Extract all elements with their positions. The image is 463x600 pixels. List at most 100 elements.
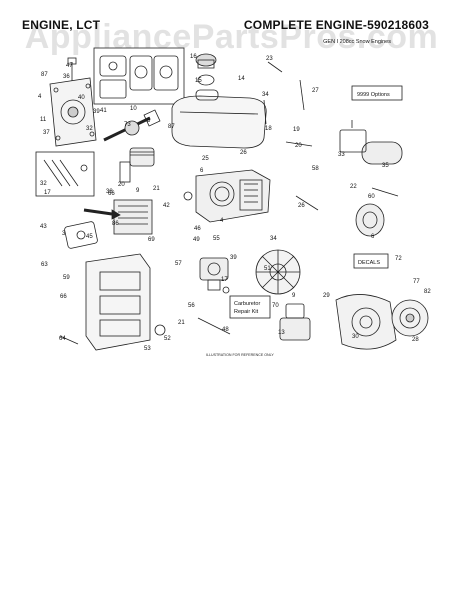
part-label-35: 35 — [382, 163, 389, 169]
part-label-25: 25 — [202, 156, 209, 162]
ignition-coil-part — [279, 303, 311, 341]
flywheel-part — [255, 249, 301, 295]
part-label-73: 73 — [124, 122, 131, 128]
fuel-tank-part — [171, 89, 267, 149]
part-label-11: 11 — [40, 117, 47, 123]
carb-kit-callout-line1: Carburetor — [234, 301, 260, 307]
part-label-4: 4 — [220, 218, 224, 224]
part-label-63: 63 — [41, 262, 48, 268]
part-label-32: 32 — [40, 181, 47, 187]
part-label-28: 28 — [412, 337, 419, 343]
part-label-22: 22 — [350, 184, 357, 190]
part-label-53: 53 — [144, 346, 151, 352]
part-label-40: 40 — [78, 95, 85, 101]
part-label-37: 37 — [43, 130, 50, 136]
part-label-9: 9 — [136, 188, 140, 194]
part-label-87: 87 — [168, 124, 175, 130]
part-label-3: 3 — [62, 231, 66, 237]
valve-cover-part — [64, 221, 98, 249]
part-label-51: 51 — [264, 266, 271, 272]
part-label-64: 64 — [59, 336, 66, 342]
carburetor-part — [199, 257, 229, 291]
part-label-34: 34 — [270, 236, 277, 242]
part-label-23: 23 — [266, 56, 273, 62]
part-label-60: 60 — [368, 194, 375, 200]
options-callout: 9999 Options — [351, 85, 403, 101]
part-label-30: 30 — [352, 334, 359, 340]
part-label-34: 34 — [262, 92, 269, 98]
part-label-39: 39 — [230, 255, 237, 261]
arrow-to-head — [83, 208, 113, 216]
part-label-17: 17 — [221, 277, 228, 283]
diagram-subtitle: GEN I 208cc Snow Engines — [323, 39, 391, 45]
part-label-41: 41 — [100, 108, 107, 114]
part-label-20: 20 — [118, 182, 125, 188]
part-label-14: 14 — [238, 76, 245, 82]
starter-pulley-part — [355, 203, 385, 237]
part-label-29: 29 — [323, 293, 330, 299]
part-label-86: 86 — [112, 221, 119, 227]
piston-part — [119, 147, 155, 183]
part-label-36: 36 — [63, 74, 70, 80]
part-label-17: 17 — [44, 190, 51, 196]
small-fastener-parts — [59, 61, 399, 345]
part-label-19: 19 — [293, 127, 300, 133]
part-label-39: 39 — [93, 109, 100, 115]
engine-block-part — [195, 169, 271, 223]
part-label-70: 70 — [272, 303, 279, 309]
part-label-47: 47 — [66, 63, 73, 69]
part-label-13: 13 — [278, 330, 285, 336]
part-label-72: 72 — [395, 256, 402, 262]
recoil-starter-part — [391, 299, 429, 337]
decals-callout-label: DECALS — [358, 260, 380, 266]
blower-housing-part — [85, 253, 151, 351]
decals-callout: DECALS — [353, 253, 389, 269]
part-label-69: 69 — [148, 237, 155, 243]
part-label-66: 66 — [108, 191, 115, 197]
gasket-set-part — [93, 47, 185, 105]
part-label-4: 4 — [38, 94, 42, 100]
part-label-27: 27 — [312, 88, 319, 94]
part-label-49: 49 — [193, 237, 200, 243]
part-label-6: 6 — [200, 168, 204, 174]
part-label-52: 52 — [164, 336, 171, 342]
part-label-82: 82 — [424, 289, 431, 295]
recoil-housing-part — [335, 294, 397, 350]
part-label-5: 5 — [147, 118, 151, 124]
crankshaft-part — [103, 109, 161, 142]
part-label-57: 57 — [175, 261, 182, 267]
part-label-59: 59 — [63, 275, 70, 281]
part-label-20: 20 — [295, 143, 302, 149]
part-label-10: 10 — [130, 106, 137, 112]
options-callout-label: 9999 Options — [357, 92, 390, 98]
part-label-77: 77 — [413, 279, 420, 285]
part-label-6: 6 — [371, 234, 375, 240]
part-label-43: 43 — [40, 224, 47, 230]
part-label-42: 42 — [163, 203, 170, 209]
part-label-33: 33 — [338, 152, 345, 158]
valve-detail-box — [35, 151, 95, 197]
footer-note: ILLUSTRATION FOR REFERENCE ONLY — [206, 353, 274, 357]
part-label-21: 21 — [153, 186, 160, 192]
carb-kit-callout-line2: Repair Kit — [234, 309, 259, 315]
electric-starter-part — [339, 120, 403, 165]
part-label-55: 55 — [213, 236, 220, 242]
part-label-32: 32 — [86, 126, 93, 132]
part-label-46: 46 — [194, 226, 201, 232]
part-label-38: 38 — [106, 189, 113, 195]
part-label-87: 87 — [41, 72, 48, 78]
diagram-title-right: COMPLETE ENGINE-590218603 — [243, 18, 429, 32]
fuel-cap-part — [195, 53, 217, 86]
part-label-18: 18 — [265, 126, 272, 132]
part-label-56: 56 — [188, 303, 195, 309]
part-label-26: 26 — [240, 150, 247, 156]
part-label-48: 48 — [222, 327, 229, 333]
part-label-15: 15 — [195, 78, 202, 84]
part-label-21: 21 — [178, 320, 185, 326]
part-label-9: 9 — [292, 293, 296, 299]
part-label-26: 26 — [298, 203, 305, 209]
arrow-head — [111, 209, 121, 220]
part-label-45: 45 — [86, 234, 93, 240]
